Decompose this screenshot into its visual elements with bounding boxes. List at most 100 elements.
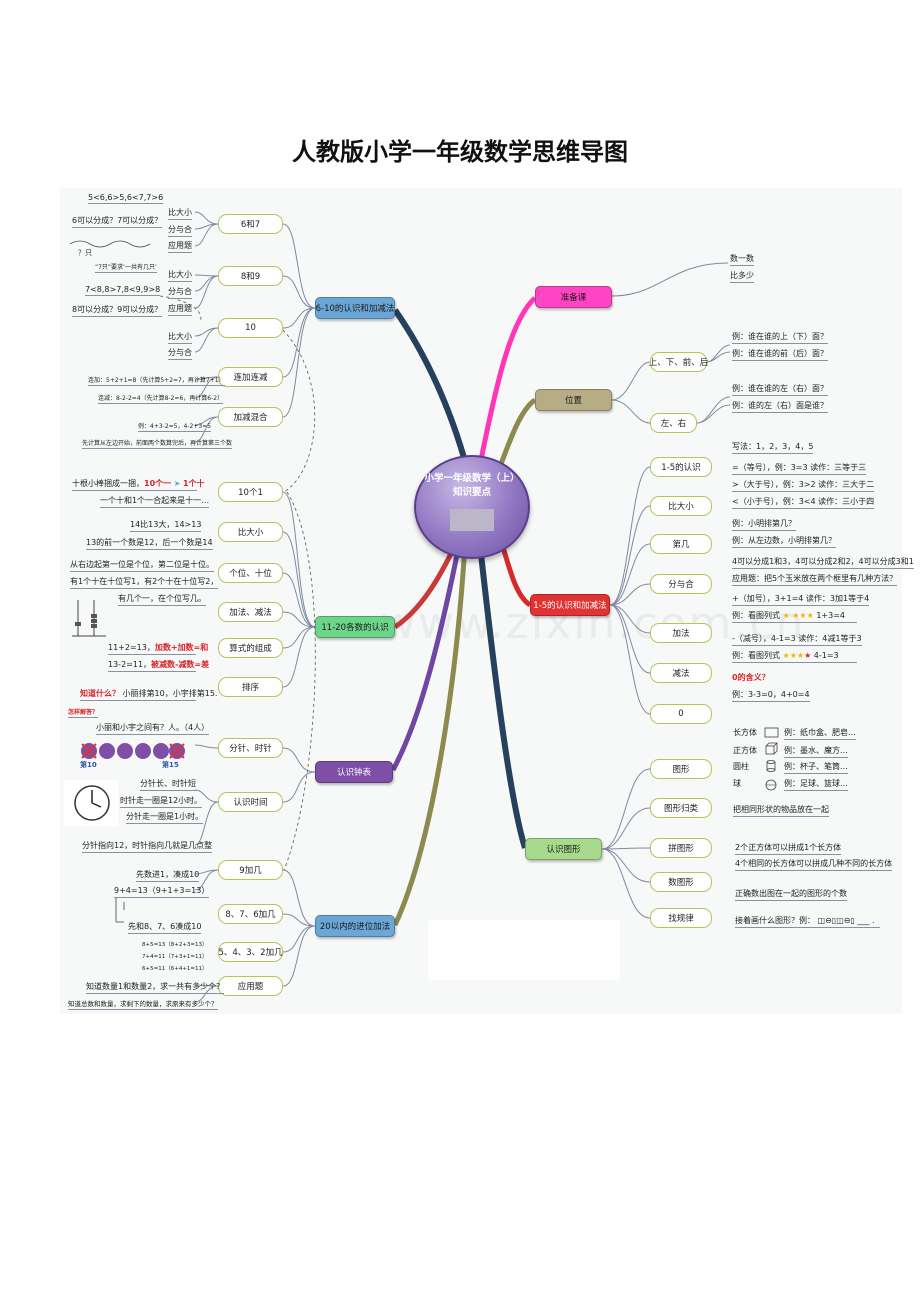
brace-icon [69,240,151,248]
main-topic-11-20[interactable]: 11-20各数的认识 [315,616,395,638]
sub-topic-10[interactable]: 10 [218,318,283,338]
6-7-leaf-q-note: “7只”要求‘一共有几只’ [95,264,157,273]
classify-leaf: 把相同形状的物品放在一起 [733,804,829,817]
sub-topic-place-value[interactable]: 个位、十位 [218,563,283,583]
sub-topic-9-plus[interactable]: 9加几 [218,860,283,880]
prep-leaf-1: 数一数 [730,253,754,266]
sub-topic-compose[interactable]: 拼图形 [650,838,712,858]
shape-example-4: 例：足球、篮球... [784,778,848,791]
sub-topic-5432-plus[interactable]: 5、4、3、2加几 [218,942,283,962]
main-topic-clock[interactable]: 认识钟表 [315,761,393,783]
word-problem-leaf-2: 知道总数和数量，求剩下的数量，求原来有多少个？ [68,1000,218,1010]
eq-parts-eg-2: 13-2=11， [108,660,152,669]
9-plus-leaf-2: 9+4=13（9+1+3=13） [114,885,210,898]
place-leaf-3: 有几个一，在个位写几。 [118,593,206,606]
compose-leaf-1: 2个正方体可以拼成1个长方体 [735,842,842,855]
sub-topic-pattern[interactable]: 找规律 [650,908,712,928]
sub-topic-addition[interactable]: 加法 [650,623,712,643]
compare-leaf-2: 13的前一个数是12，后一个数是14 [86,537,213,550]
pattern-leaf: 接着画什么图形？例： ◫⊖▯◫⊖▯ ___ . [735,915,880,928]
order-leaf-2: 怎样解答？ [68,707,99,718]
main-topic-prep[interactable]: 准备课 [535,286,612,308]
sub-topic-shapes[interactable]: 图形 [650,759,712,779]
order-leaf-1: 知道什么？ 小丽排第10，小宇排第15. [80,688,217,701]
arrow-right-icon: ➤ [173,479,181,488]
leaf-add-2: 例：看图列式 ★ ★★★ 1+3=4 [732,610,857,623]
bracket-icon [115,898,125,923]
sub-topic-hands[interactable]: 分针、时针 [218,738,283,758]
sub-topic-8-9[interactable]: 8和9 [218,266,283,286]
sub-topic-mixed[interactable]: 加减混合 [218,407,283,427]
sub-topic-split-combine[interactable]: 分与合 [650,574,712,594]
ten-ones-leaf-2: 一个十和1个一合起来是十一… [100,495,210,508]
sub-topic-chain-add-sub[interactable]: 连加连减 [218,367,283,387]
eq-parts-leaf-1: 11+2=13，加数+加数=和 [108,642,208,655]
chain-add-leaf: 连加：5+2+1=8（先计算5+2=7，再计算7+1） [88,377,225,386]
count-shapes-leaf: 正确数出图在一起的图形的个数 [735,888,847,901]
leaf-gt: >（大于号），例：3>2 读作：三大于二 [732,479,875,492]
shape-example-2: 例：墨水、魔方... [784,745,848,758]
order-how: 怎样解答？ [68,709,99,716]
eq-parts-rule-2: 被减数-减数=差 [151,660,210,669]
leaf-sub-2-eq: 4-1=3 [813,651,839,660]
leaf-add-2-text: 例：看图列式 [732,611,780,620]
5432-leaf-2: 7+4=11（7+3+1=11） [142,954,208,960]
sub-topic-read-time[interactable]: 认识时间 [218,792,283,812]
sub-topic-count-shapes[interactable]: 数图形 [650,872,712,892]
order-tag-15: 第15 [162,761,179,769]
sub-topic-compare[interactable]: 比大小 [650,496,712,516]
sub-topic-compare-11-20[interactable]: 比大小 [218,522,283,542]
6-7-leaf-compare-eg: 5<6,6>5,6<7,7>6 [88,193,164,204]
8-9-leaf-split: 分与合 [168,286,192,299]
place-leaf-2: 有1个十在十位写1，有2个十在十位写2， [70,576,219,589]
pattern-leaf-text: 接着画什么图形？例： [735,916,815,925]
order-question: 知道什么？ [80,689,120,698]
sub-topic-ordering[interactable]: 排序 [218,677,283,697]
sub-topic-left-right[interactable]: 左、右 [650,413,697,433]
star-icons: ★ ★★★ [782,611,814,620]
main-topic-6-10[interactable]: 6-10的认识和加减法 [315,297,395,319]
8-9-leaf-word: 应用题 [168,303,192,316]
leaf-write: 写法：1，2，3，4，5 [732,441,814,454]
main-topic-carry-addition[interactable]: 20以内的进位加法 [315,915,395,937]
sub-topic-subtraction[interactable]: 减法 [650,663,712,683]
sub-topic-equation-parts[interactable]: 算式的组成 [218,638,283,658]
5432-leaf-1: 8+5=13（8+2+3=13） [142,942,208,948]
word-problem-leaf-1: 知道数量1和数量2，求一共有多少个？ [86,981,225,994]
9-plus-leaf-1: 先数进1，凑成10 [136,869,200,882]
clock-icon [64,780,118,826]
sub-topic-zero[interactable]: 0 [650,704,712,724]
star-icons-2: ★★★★ [782,651,812,660]
time-leaf-4: 分针指向12，时针指向几就是几点整 [82,840,213,853]
eq-parts-rule-1: 加数+加数=和 [154,643,209,652]
main-topic-shapes[interactable]: 认识图形 [525,838,602,860]
leaf-sub-1: -（减号），4-1=3 读作：4减1等于3 [732,633,862,646]
central-topic-title: 小学一年级数学（上） [424,473,520,484]
shape-example-3: 例：杯子、笔筒... [784,761,848,774]
sub-topic-up-down[interactable]: 上、下、前、后 [649,352,708,372]
ten-ones-red-2: 1个十 [182,479,205,488]
time-leaf-3: 分针走一圈是1小时。 [126,811,204,824]
order-tag-10: 第10 [80,761,97,769]
sub-topic-876-plus[interactable]: 8、7、6加几 [218,904,283,924]
leaf-sub-2-text: 例：看图列式 [732,651,780,660]
sub-topic-6-7[interactable]: 6和7 [218,214,283,234]
leaf-add-1: +（加号），3+1=4 读作：3加1等于4 [732,593,870,606]
main-topic-numbers-1-5[interactable]: 1-5的认识和加减法 [530,594,610,616]
position-leaf-4: 例：谁的左（右）面是谁？ [732,400,828,413]
sub-topic-ten-ones[interactable]: 10个1 [218,482,283,502]
central-topic-blurred-image [450,509,494,531]
5432-leaf-3: 6+5=11（6+4+1=11） [142,966,208,972]
sub-topic-add-sub[interactable]: 加法、减法 [218,602,283,622]
shape-cylinder: 圆柱 [733,762,749,771]
sub-topic-word-problems[interactable]: 应用题 [218,976,283,996]
6-7-leaf-split: 分与合 [168,224,192,237]
main-topic-position[interactable]: 位置 [535,389,612,411]
leaf-lt: <（小于号），例：3<4 读作：三小于四 [732,496,875,509]
10-leaf-compare: 比大小 [168,331,192,344]
central-topic[interactable]: 小学一年级数学（上） 知识要点 [414,455,530,559]
sub-topic-1-5[interactable]: 1-5的认识 [650,457,712,477]
page-title: 人教版小学一年级数学思维导图 [292,137,628,166]
sub-topic-classify[interactable]: 图形归类 [650,798,712,818]
sub-topic-ordinal[interactable]: 第几 [650,534,712,554]
